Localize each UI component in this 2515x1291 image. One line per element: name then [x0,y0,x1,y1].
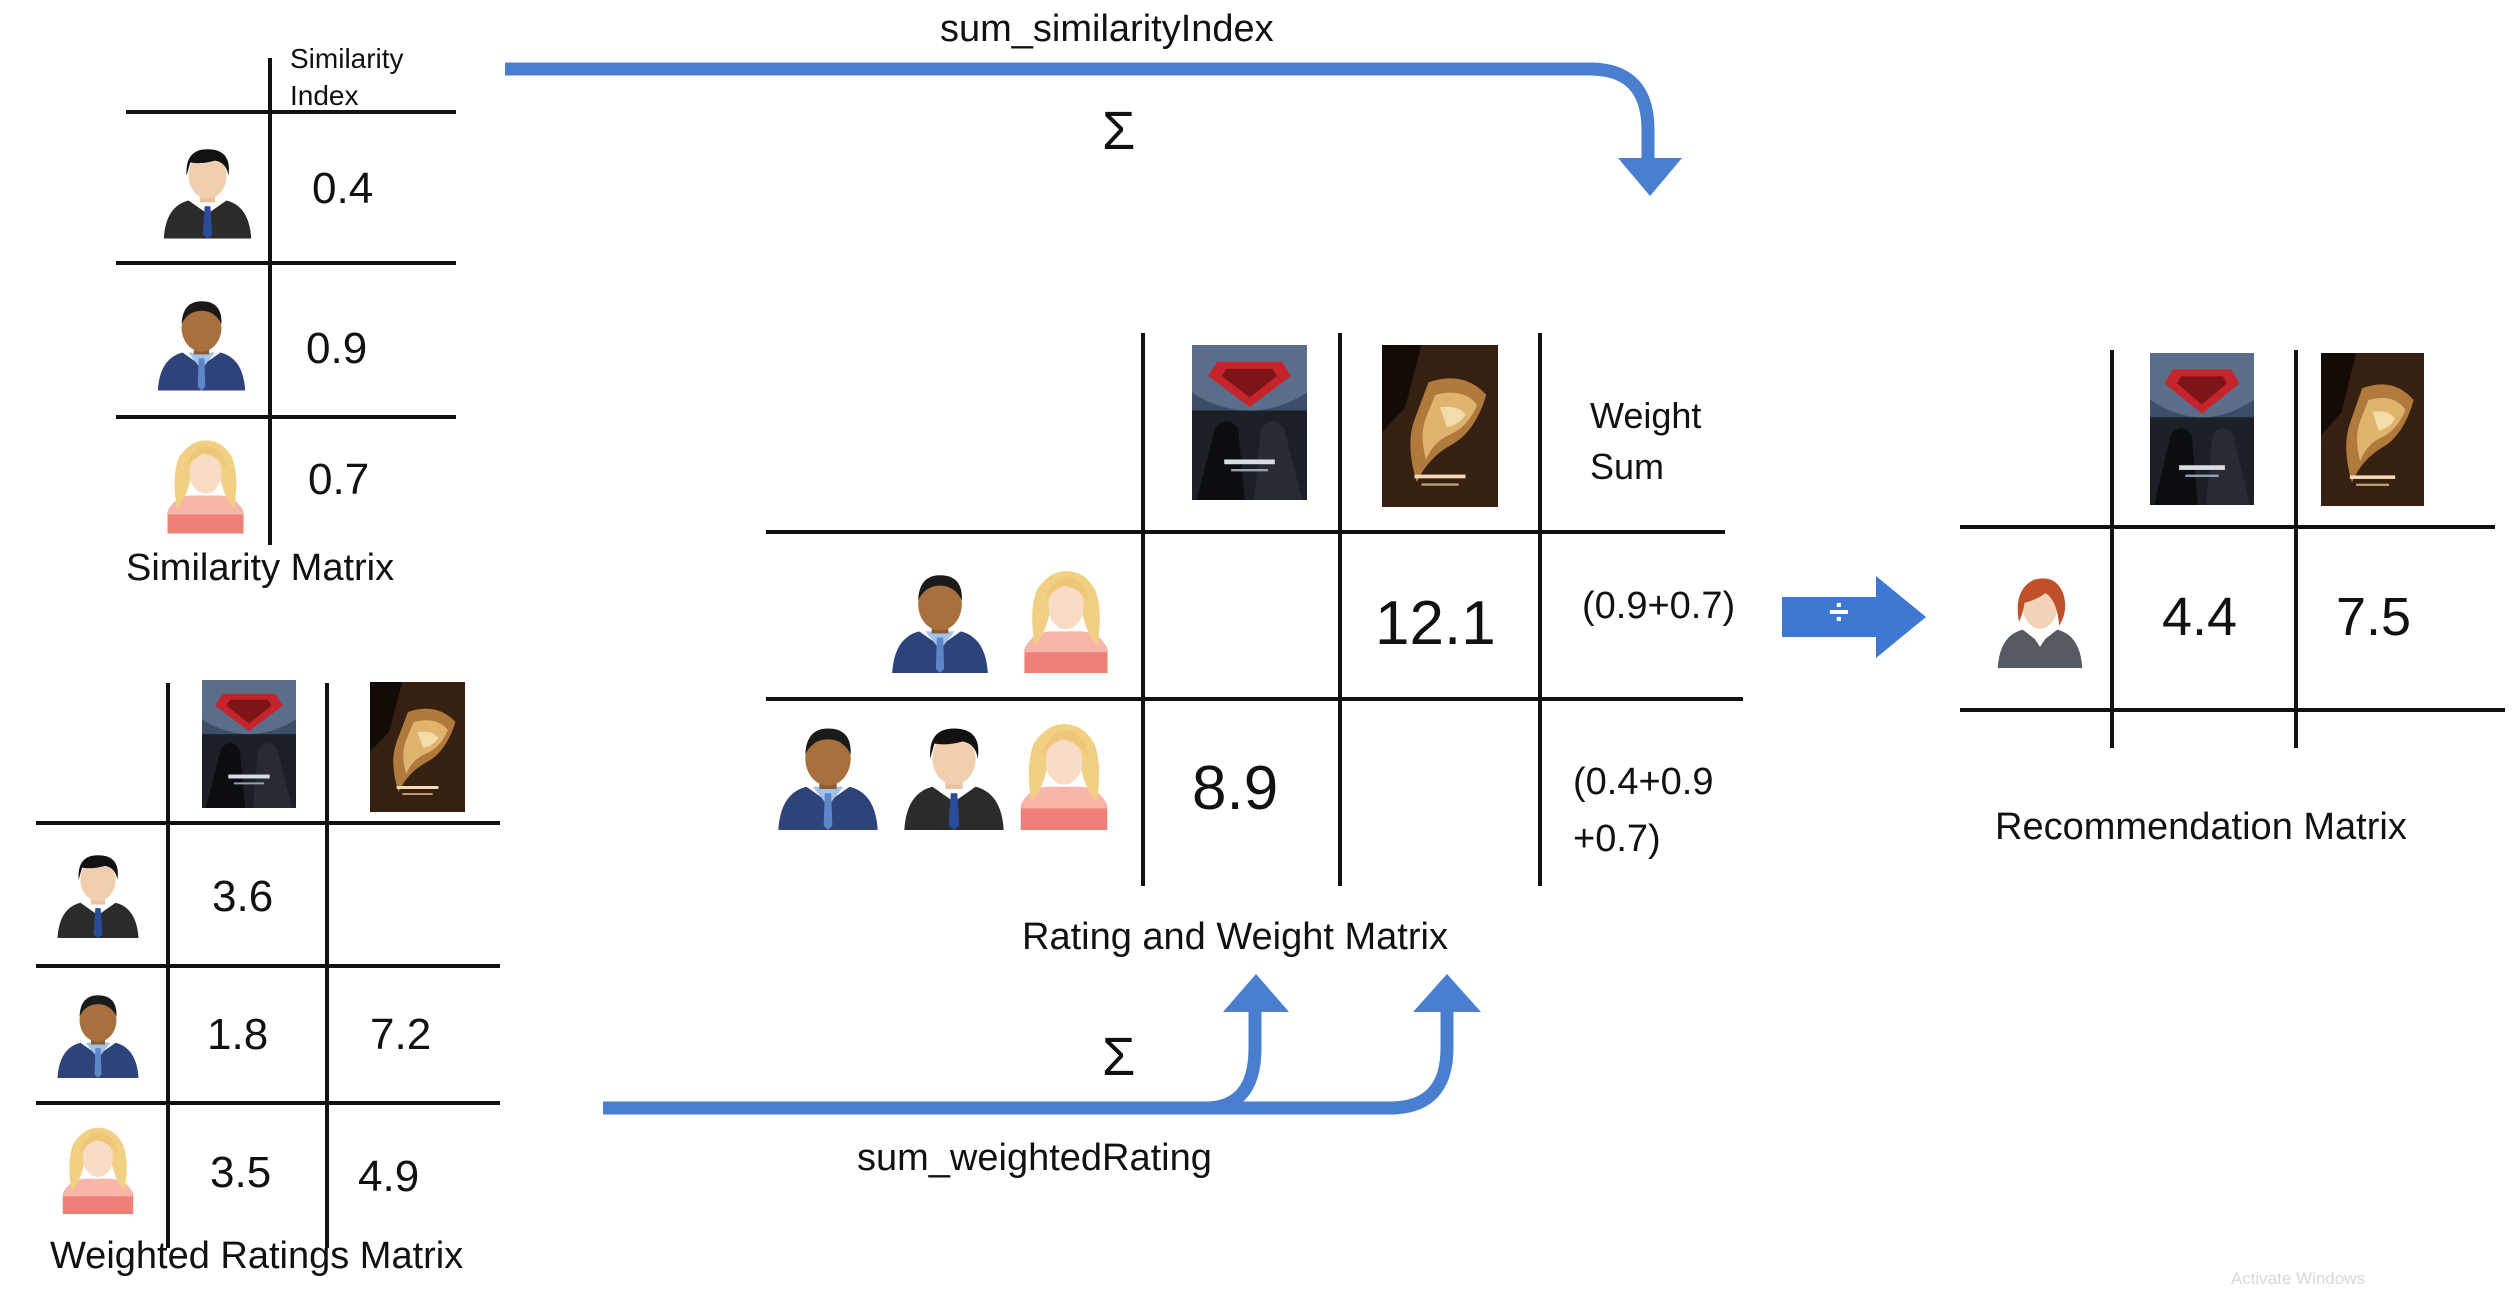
divide-arrow [1782,576,1926,658]
sum-weighted-rating-label: sum_weightedRating [857,1137,1212,1179]
man-dark-hair-user-icon [904,728,1004,830]
rating-value: 12.1 [1375,589,1496,658]
similarity-value: 0.9 [306,324,368,373]
weighted-rating-value: 4.9 [358,1152,420,1201]
woman-blonde-user-icon [1020,724,1108,830]
bottom-flow-arrowhead-b [1413,974,1481,1012]
weight-sum-value: (0.4+0.9 +0.7) [1573,761,1714,860]
sigma-symbol-top: Σ [1102,101,1136,161]
weighted-rating-value: 1.8 [207,1010,269,1059]
activate-windows-watermark: Activate Windows [2230,1269,2365,1288]
weight-sum-value: (0.9+0.7) [1582,585,1736,627]
batman-begins-poster [370,682,465,812]
top-flow-arrowhead [1618,158,1682,196]
batman-begins-poster [1382,345,1498,507]
woman-red-hair-user-icon [1997,578,2083,668]
woman-blonde-user-icon [1024,571,1108,673]
similarity-index-header: Similarity Index [290,43,404,111]
woman-blonde-user-icon [62,1127,134,1214]
man-dark-hair-user-icon [57,855,139,938]
batman-v-superman-poster [1192,345,1307,500]
batman-v-superman-poster [202,680,296,808]
batman-begins-poster [2321,353,2424,506]
divide-symbol: ÷ [1829,591,1849,632]
woman-blonde-user-icon [167,440,244,534]
weighted-rating-value: 3.5 [210,1148,272,1197]
man-dark-hair-user-icon [163,149,252,239]
top-flow-arrow [505,62,1655,160]
man-brown-skin-user-icon [892,575,988,673]
weighted-ratings-matrix-title: Weighted Ratings Matrix [50,1235,464,1277]
weighted-rating-value: 7.2 [370,1010,432,1059]
recommendation-matrix-title: Recommendation Matrix [1995,806,2407,848]
bottom-flow-arrowhead-a [1223,974,1289,1012]
sum-similarity-index-label: sum_similarityIndex [940,8,1274,50]
man-brown-skin-user-icon [778,728,878,830]
man-brown-skin-user-icon [157,301,246,391]
recommendation-value: 4.4 [2162,587,2238,647]
rating-value: 8.9 [1192,754,1279,823]
rating-weight-matrix-title: Rating and Weight Matrix [1022,916,1448,958]
weighted-rating-value: 3.6 [212,872,274,921]
recommendation-grid [1960,350,2505,748]
weighted-ratings-grid [36,683,500,1248]
rating-weight-grid [766,333,1743,886]
bottom-flow-arrow-a [603,1010,1262,1115]
similarity-value: 0.4 [312,164,374,213]
similarity-value: 0.7 [308,455,370,504]
batman-v-superman-poster [2150,353,2254,505]
recommendation-value: 7.5 [2336,587,2412,647]
similarity-matrix-title: Similarity Matrix [126,547,395,589]
similarity-matrix-grid [116,58,456,545]
bottom-flow-arrow-b [1205,1010,1454,1115]
weight-sum-header: Weight Sum [1590,395,1702,487]
man-brown-skin-user-icon [57,995,139,1078]
sigma-symbol-bottom: Σ [1102,1027,1136,1087]
